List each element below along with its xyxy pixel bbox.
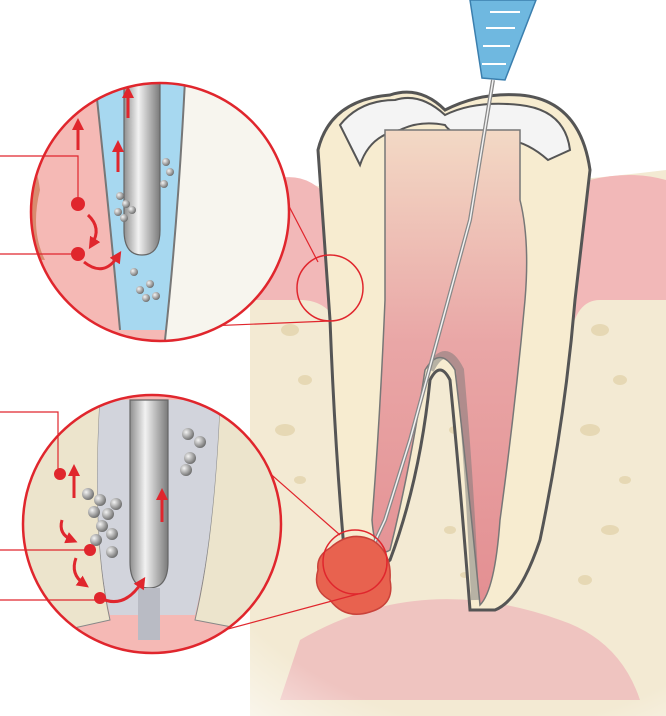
root-canal-diagram <box>0 0 666 716</box>
